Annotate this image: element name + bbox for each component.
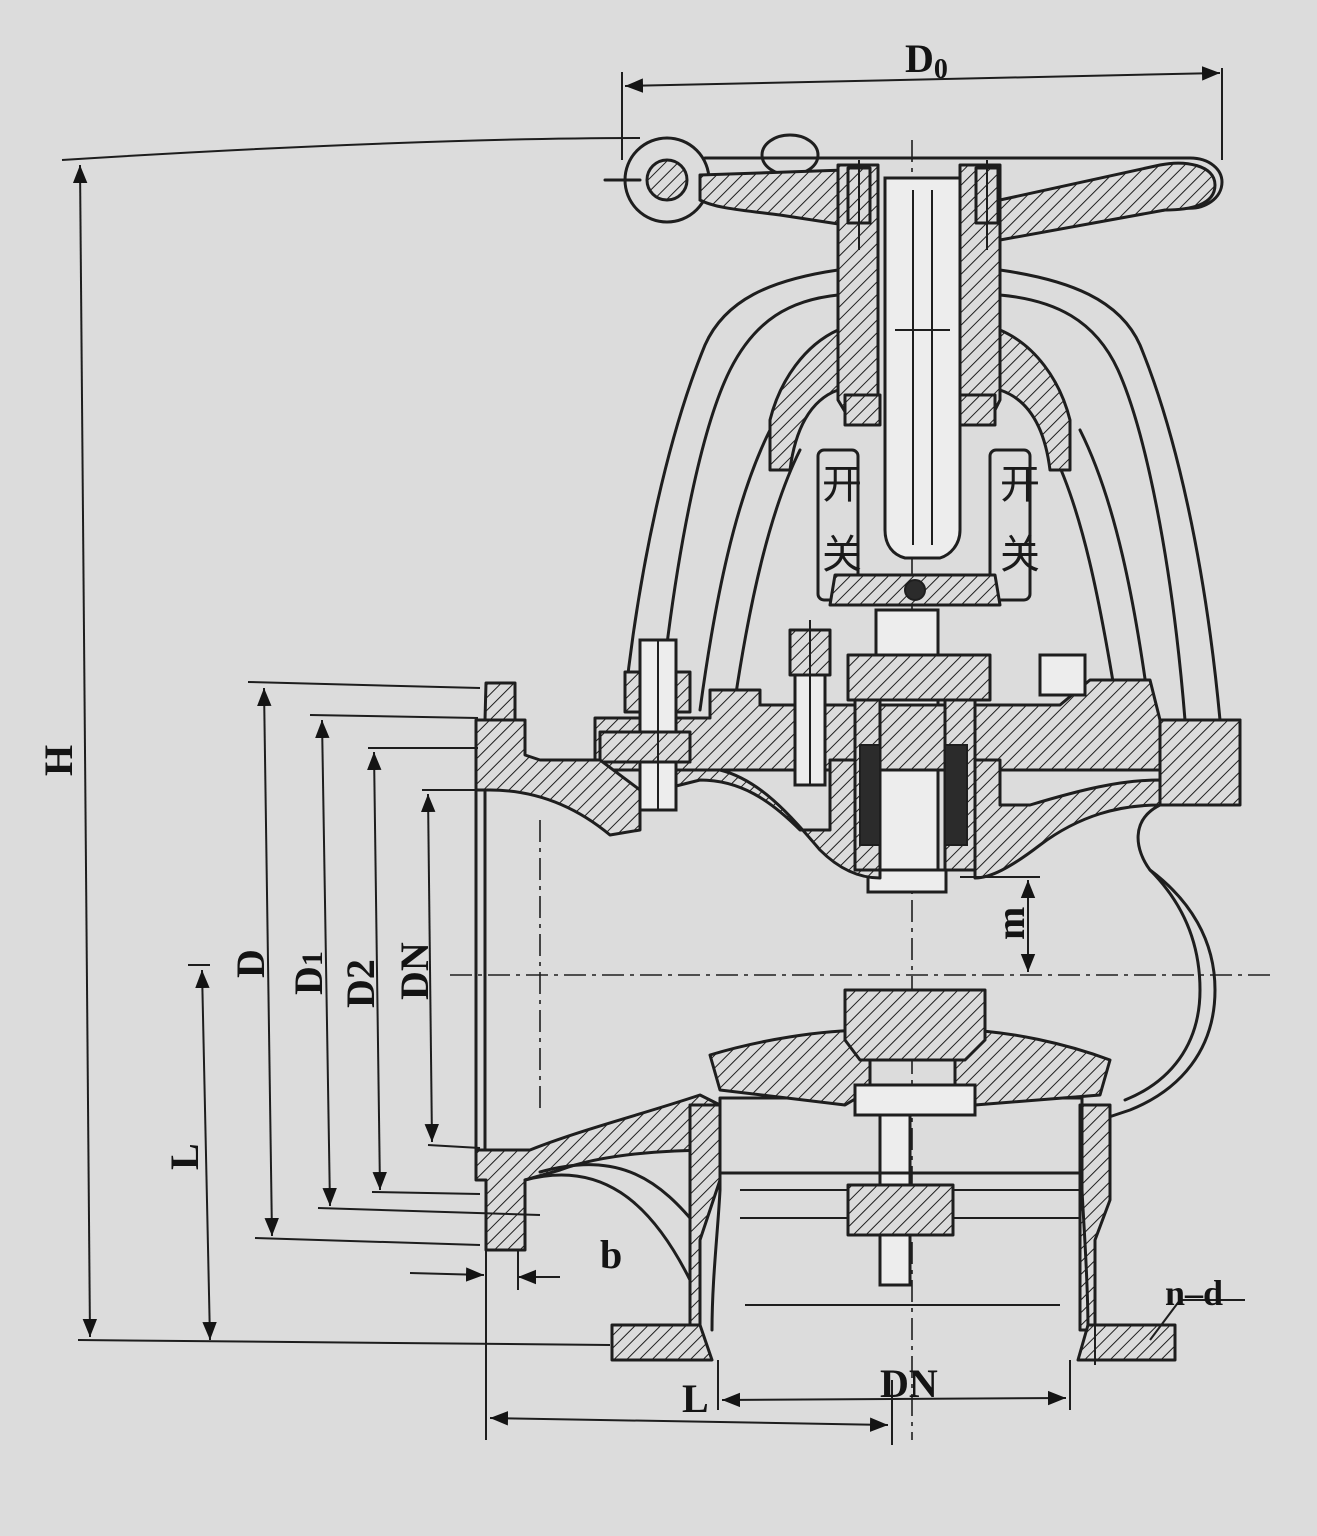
label-n-d: n–d	[1165, 1273, 1223, 1313]
dimension-lines	[61, 66, 1245, 1445]
handwheel	[603, 133, 1224, 422]
label-dn-bottom: DN	[880, 1361, 938, 1406]
mark-close-left: 关	[822, 532, 862, 578]
mark-open-right: 开	[1000, 462, 1040, 508]
label-b: b	[600, 1232, 622, 1277]
label-d: D	[228, 949, 273, 978]
dimension-labels: D0 H D D1 D2 DN m L b n–d L DN	[36, 36, 1223, 1421]
label-d2: D2	[338, 959, 383, 1008]
mark-open-left: 开	[822, 462, 862, 508]
valve-body	[474, 681, 1217, 1365]
label-h: H	[36, 745, 81, 776]
label-m: m	[988, 907, 1033, 940]
label-l-left: L	[162, 1143, 207, 1170]
label-d0: D0	[905, 36, 948, 85]
bonnet	[593, 620, 1242, 880]
mark-close-right: 关	[1000, 532, 1040, 578]
label-d1: D1	[286, 951, 331, 995]
label-dn-vertical: DN	[392, 942, 437, 1000]
label-l-bottom: L	[682, 1376, 709, 1421]
